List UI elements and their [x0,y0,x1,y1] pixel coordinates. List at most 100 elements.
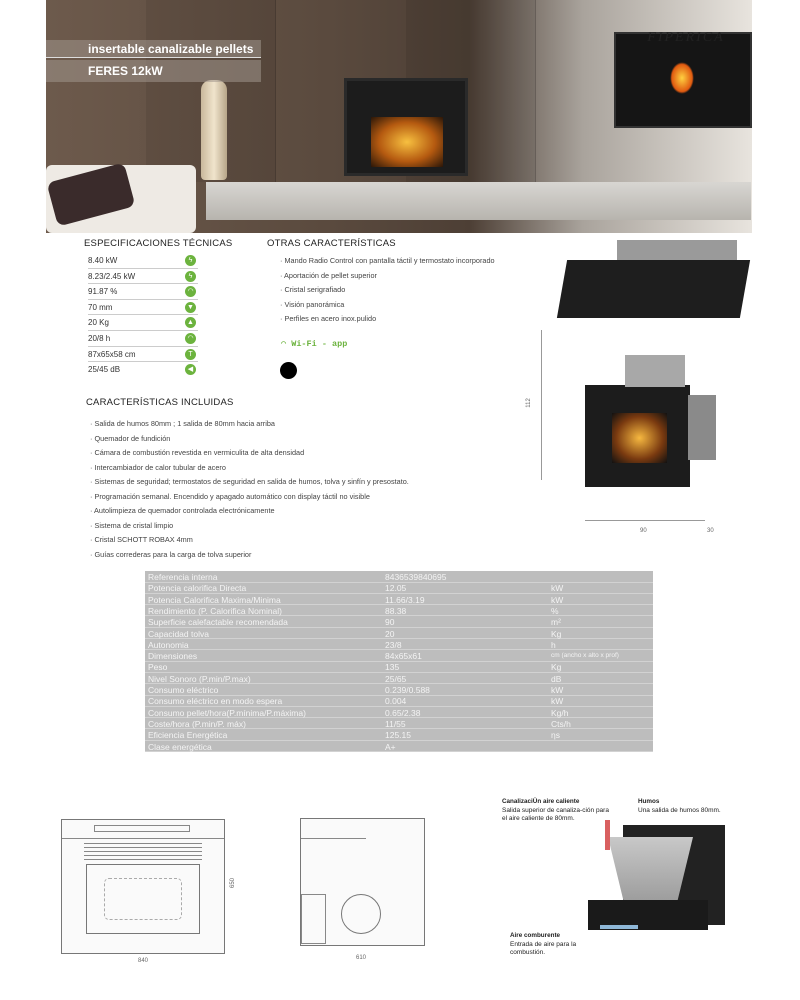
row-unit: h [551,639,556,650]
row-value: 0.65/2.38 [385,707,421,718]
dimensions-icon: T [185,348,196,360]
other-item: · Visión panorámica [280,300,345,309]
flue-diameter-icon: ▼ [185,301,196,313]
color-swatch-black [280,362,297,379]
row-value: 12.05 [385,583,407,594]
side-drawing [300,818,425,946]
fire-window [371,117,443,167]
front-height-dim: 650 [230,877,237,889]
product-model: FERES 12kW [46,60,261,82]
spec-row: 70 mm ▼ [88,300,198,316]
row-label: Superficie calefactable recomendada [148,617,288,628]
row-label: Consumo pellet/hora(P.mínima/P.máxima) [148,707,306,718]
row-label: Nivel Sonoro (P.min/P.max) [148,673,251,684]
row-unit: kW [551,583,564,594]
row-value: 11/55 [385,718,406,729]
table-row: Rendimiento (P. Calorifica Nominal) 88.38… [145,606,653,617]
height-dim: 112 [525,398,532,408]
included-item: · Salida de humos 80mm ; 1 salida de 80m… [90,419,275,428]
included-item: · Sistema de cristal limpio [90,521,174,530]
row-unit: Cts/h [551,718,571,729]
spec-value: 8.40 kW [88,256,118,265]
row-unit: ηs [551,730,560,741]
air-intake-arrow [600,925,638,929]
row-label: Referencia interna [148,572,218,582]
caption-text: Entrada de aire para la combustión. [510,940,577,957]
stone-shelf [206,182,751,220]
table-row: Consumo pellet/hora(P.mínima/P.máxima) 0.… [145,708,653,719]
row-label: Potencia calorifica Directa [148,583,247,594]
caption-title: Aire comburente [510,932,561,939]
row-unit: kW [551,685,564,695]
table-row: Clase energética A+ [145,742,653,753]
hot-air-arrow [605,820,610,850]
efficiency-gauge-icon: ◠ [185,286,196,298]
row-unit: Kg [551,662,562,673]
row-label: Dimensiones [148,651,198,662]
row-unit: Kg/h [551,707,569,718]
included-title: CARACTERÍSTICAS INCLUIDAS [86,397,234,408]
chess-piece [201,80,227,180]
row-label: Potencia Calorifica Maxima/Minima [148,594,281,605]
hopper-weight-icon: ▲ [185,317,196,329]
wifi-label: Wi-Fi - app [291,339,348,349]
front-drawing [61,819,225,954]
other-title: OTRAS CARACTERÍSTICAS [267,238,396,249]
spec-value: 70 mm [88,302,113,312]
flame-icon [670,62,694,94]
row-unit: kW [551,696,564,707]
row-value: 84x65x61 [385,651,422,662]
product-image [585,385,690,487]
product-top-image [556,240,751,318]
row-value: 135 [385,662,400,673]
spec-value: 20 Kg [88,318,109,328]
included-item: · Programación semanal. Encendido y apag… [90,492,370,501]
row-value: 88.38 [385,605,407,616]
specs-title: ESPECIFICACIONES TÉCNICAS [84,238,233,249]
row-value: 25/65 [385,673,407,684]
product-side [688,395,716,460]
row-value: 90 [385,617,395,628]
row-label: Eficiencia Energética [148,730,228,741]
row-label: Consumo eléctrico en modo espera [148,696,283,707]
product-subtitle: insertable canalizable pellets [46,40,261,58]
sound-icon: ◀ [185,364,196,376]
row-value: A+ [385,741,396,752]
wifi-app: ◠ Wi-Fi - app [281,339,347,349]
row-value: 23/8 [385,639,402,650]
row-label: Rendimiento (P. Calorifica Nominal) [148,605,283,616]
included-item: · Cámara de combustión revestida en verm… [90,448,305,457]
depth-dim: 30 [707,528,714,534]
spec-value: 20/8 h [88,334,111,343]
included-item: · Cristal SCHOTT ROBAX 4mm [90,535,193,544]
row-label: Autonomia [148,639,189,650]
row-value: 11.66/3.19 [385,594,425,605]
other-item: · Aportación de pellet superior [280,271,377,280]
row-value: 0.239/0.588 [385,685,430,695]
spec-value: 8.23/2.45 kW [88,271,136,281]
row-label: Capacidad tolva [148,628,209,639]
table-row: Dimensiones 84x65x61 cm (ancho x alto x pr… [145,651,653,662]
spec-row: 91.87 % ◠ [88,284,198,300]
row-unit: % [551,605,559,616]
width-dim-line [585,520,705,521]
spec-row: 20/8 h◠ [88,331,198,347]
height-dim-line [541,330,542,480]
row-unit: cm (ancho x alto x prof) [551,652,619,660]
front-width-dim: 840 [138,958,149,964]
brand-logo: FIPERICA [647,30,725,45]
row-unit: kW [551,594,564,605]
spec-value: 91.87 % [88,287,118,297]
row-value: 20 [385,628,395,639]
row-label: Clase energética [148,741,212,752]
